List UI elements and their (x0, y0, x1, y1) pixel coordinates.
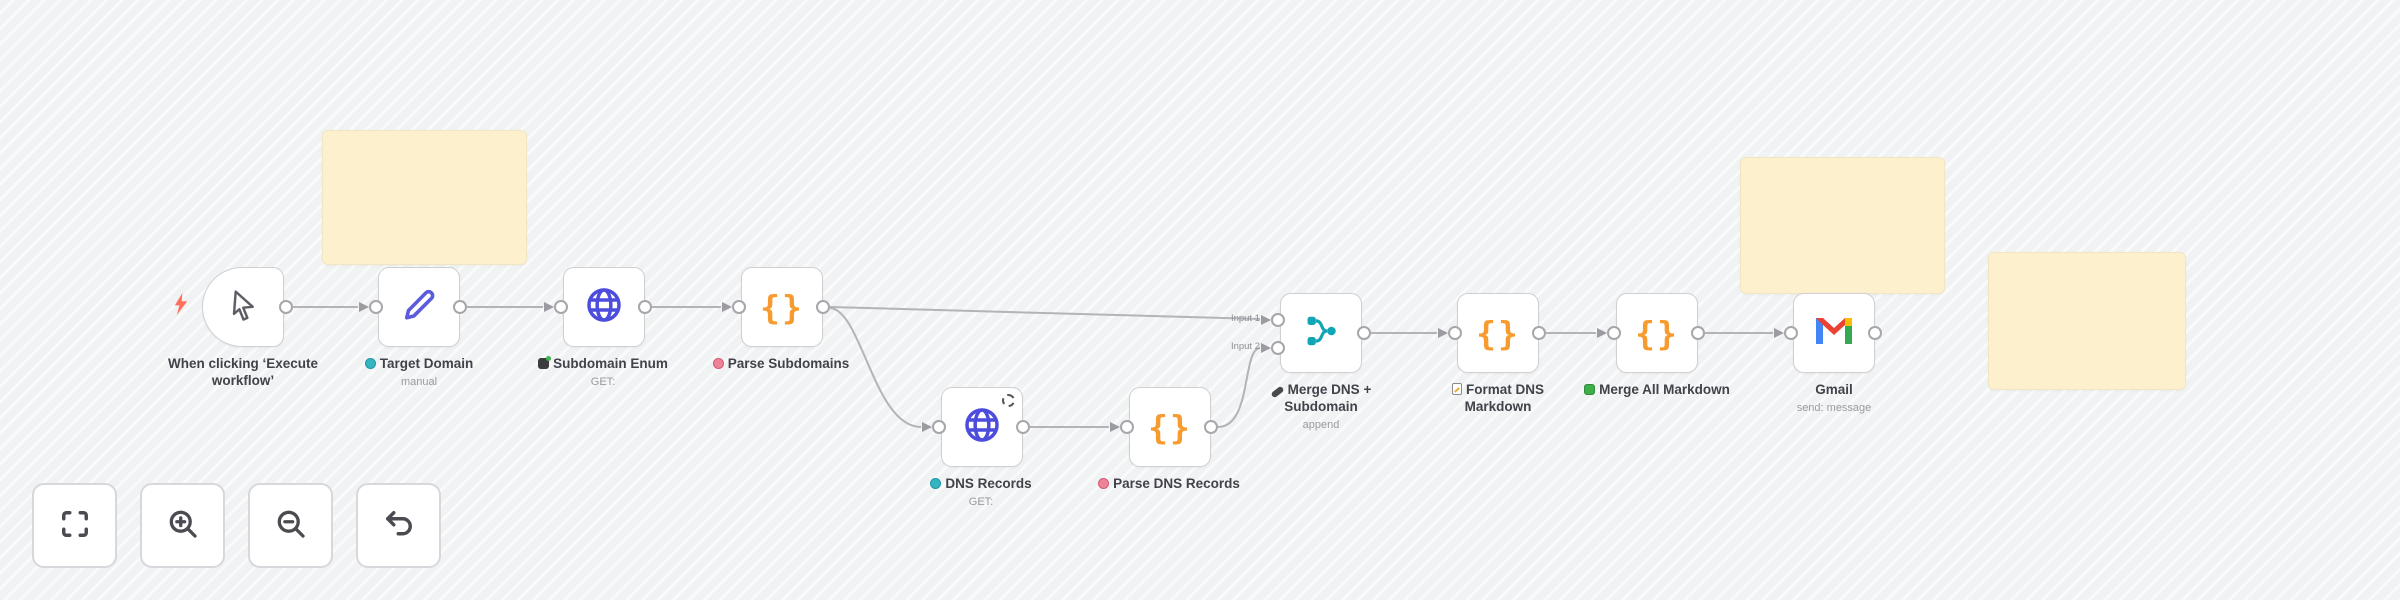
output-port[interactable] (279, 300, 293, 314)
code-braces-icon: {} (1476, 313, 1520, 353)
input-port[interactable] (1448, 326, 1462, 340)
node-label: Subdomain Enum GET: (493, 356, 713, 390)
zoom-in-icon (165, 506, 201, 545)
output-port[interactable] (638, 300, 652, 314)
spy-icon (538, 356, 552, 369)
globe-icon (962, 405, 1002, 450)
link-icon (1270, 385, 1285, 399)
node-parse-dns-records[interactable]: {} (1129, 387, 1211, 467)
input-port[interactable] (554, 300, 568, 314)
zoom-out-button[interactable] (248, 483, 333, 568)
node-label: Merge All Markdown (1547, 382, 1767, 399)
input-port[interactable] (732, 300, 746, 314)
output-port[interactable] (1357, 326, 1371, 340)
node-label: Gmail send: message (1796, 382, 1872, 414)
input-port[interactable] (1120, 420, 1134, 434)
merge-input-2-label: Input 2 (1230, 341, 1260, 352)
pink-dot-icon (712, 358, 724, 369)
node-label: Parse DNS Records (1059, 476, 1279, 493)
output-port[interactable] (1868, 326, 1882, 340)
output-port[interactable] (1204, 420, 1218, 434)
puzzle-icon (1584, 384, 1596, 395)
node-label: DNS Records GET: (871, 476, 1091, 510)
node-parse-subdomains[interactable]: {} (741, 267, 823, 347)
undo-icon (381, 506, 417, 545)
output-port[interactable] (1016, 420, 1030, 434)
node-label: Target Domain manual (309, 356, 529, 390)
node-manual-trigger[interactable] (202, 267, 284, 347)
input-port[interactable] (369, 300, 383, 314)
sticky-note[interactable] (322, 130, 527, 265)
input-port[interactable] (1271, 341, 1285, 355)
code-braces-icon: {} (760, 287, 804, 327)
code-braces-icon: {} (1635, 313, 1679, 353)
node-label: Parse Subdomains (671, 356, 891, 373)
node-label: Merge DNS + Subdomain append (1211, 382, 1431, 433)
node-merge-all-markdown[interactable]: {} (1616, 293, 1698, 373)
output-port[interactable] (816, 300, 830, 314)
loop-badge-icon (1002, 394, 1015, 407)
execute-spark-icon (172, 293, 190, 320)
canvas-controls (32, 483, 441, 568)
zoom-out-icon (273, 506, 309, 545)
output-port[interactable] (1532, 326, 1546, 340)
node-label: When clicking ‘Execute workflow’ (167, 356, 319, 388)
fit-view-icon (57, 506, 93, 545)
node-dns-records[interactable] (941, 387, 1023, 467)
cursor-icon (226, 288, 260, 327)
sticky-note[interactable] (1988, 252, 2186, 390)
sticky-note[interactable] (1740, 157, 1945, 294)
gmail-icon (1814, 316, 1854, 351)
output-port[interactable] (453, 300, 467, 314)
node-format-dns-markdown[interactable]: {} (1457, 293, 1539, 373)
merge-branches-icon (1302, 312, 1340, 355)
globe-icon (584, 285, 624, 330)
output-port[interactable] (1691, 326, 1705, 340)
node-target-domain[interactable] (378, 267, 460, 347)
teal-dot-icon (364, 358, 376, 369)
node-label: Format DNS Markdown (1388, 382, 1608, 416)
input-port[interactable] (1271, 313, 1285, 327)
teal-dot-icon (930, 478, 942, 489)
input-port[interactable] (1784, 326, 1798, 340)
fit-view-button[interactable] (32, 483, 117, 568)
node-subdomain-enum[interactable] (563, 267, 645, 347)
node-gmail[interactable] (1793, 293, 1875, 373)
code-braces-icon: {} (1148, 407, 1192, 447)
input-port[interactable] (932, 420, 946, 434)
merge-input-1-label: Input 1 (1230, 313, 1260, 324)
pink-dot-icon (1098, 478, 1110, 489)
node-merge-dns-subdomain[interactable] (1280, 293, 1362, 373)
pencil-icon (401, 287, 437, 328)
undo-button[interactable] (356, 483, 441, 568)
zoom-in-button[interactable] (140, 483, 225, 568)
input-port[interactable] (1607, 326, 1621, 340)
memo-icon (1451, 383, 1462, 395)
